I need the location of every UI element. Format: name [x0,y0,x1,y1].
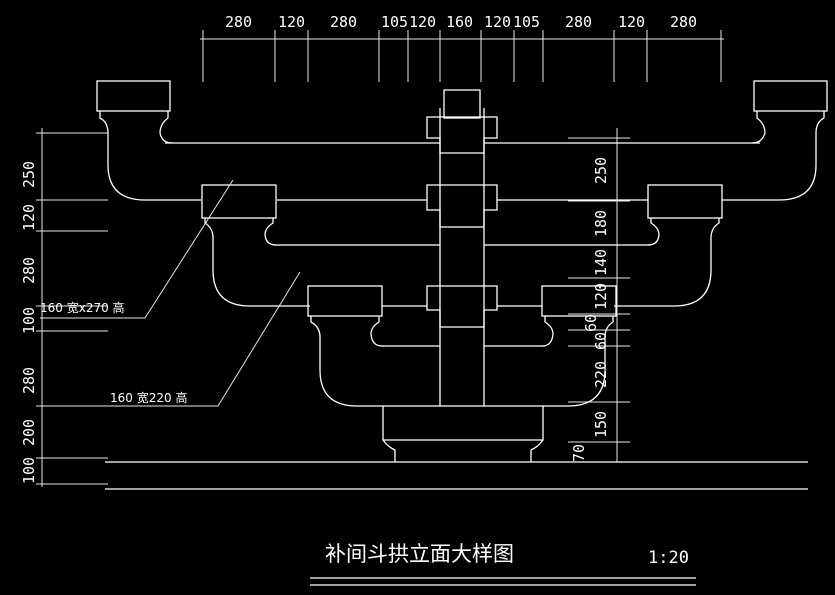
right-dim-7: 220 [592,361,610,388]
left-dimension-chain: 250 120 280 100 280 200 100 [20,128,108,487]
note-lower-block: 160 宽220 高 [110,390,187,405]
drawing-scale: 1:20 [648,548,689,568]
right-dimension-chain: 250 180 140 120 60 60 220 150 70 [568,128,630,463]
right-dim-2: 180 [592,210,610,237]
top-dim-4: 105 [381,13,408,31]
bracket-structure [96,80,828,490]
title-block: 补间斗拱立面大样图 1:20 [310,542,696,586]
top-dim-3: 280 [330,13,357,31]
top-dim-11: 280 [670,13,697,31]
top-dim-1: 280 [225,13,252,31]
top-dim-5: 120 [409,13,436,31]
left-dim-2: 120 [20,204,38,231]
top-dim-7: 120 [484,13,511,31]
top-dimension-chain: 280 120 280 105 120 160 120 105 280 120 … [200,13,724,82]
top-dim-6: 160 [446,13,473,31]
top-dim-9: 280 [565,13,592,31]
annotation-leaders [40,179,301,407]
left-dim-7: 100 [20,457,38,484]
left-dim-6: 200 [20,419,38,446]
right-dim-4: 120 [592,283,610,310]
right-dim-6: 60 [592,332,610,350]
right-dim-1: 250 [592,157,610,184]
drawing-title: 补间斗拱立面大样图 [325,542,514,566]
top-dim-10: 120 [618,13,645,31]
right-dim-3: 140 [592,249,610,276]
right-dim-8: 150 [592,411,610,438]
left-dim-4: 100 [20,307,38,334]
note-upper-block: 160 宽x270 高 [40,300,125,315]
right-dim-9: 70 [570,444,588,462]
left-dim-3: 280 [20,257,38,284]
left-dim-1: 250 [20,161,38,188]
right-dim-5: 60 [582,314,600,332]
top-dim-2: 120 [278,13,305,31]
left-dim-5: 280 [20,367,38,394]
top-dim-8: 105 [513,13,540,31]
